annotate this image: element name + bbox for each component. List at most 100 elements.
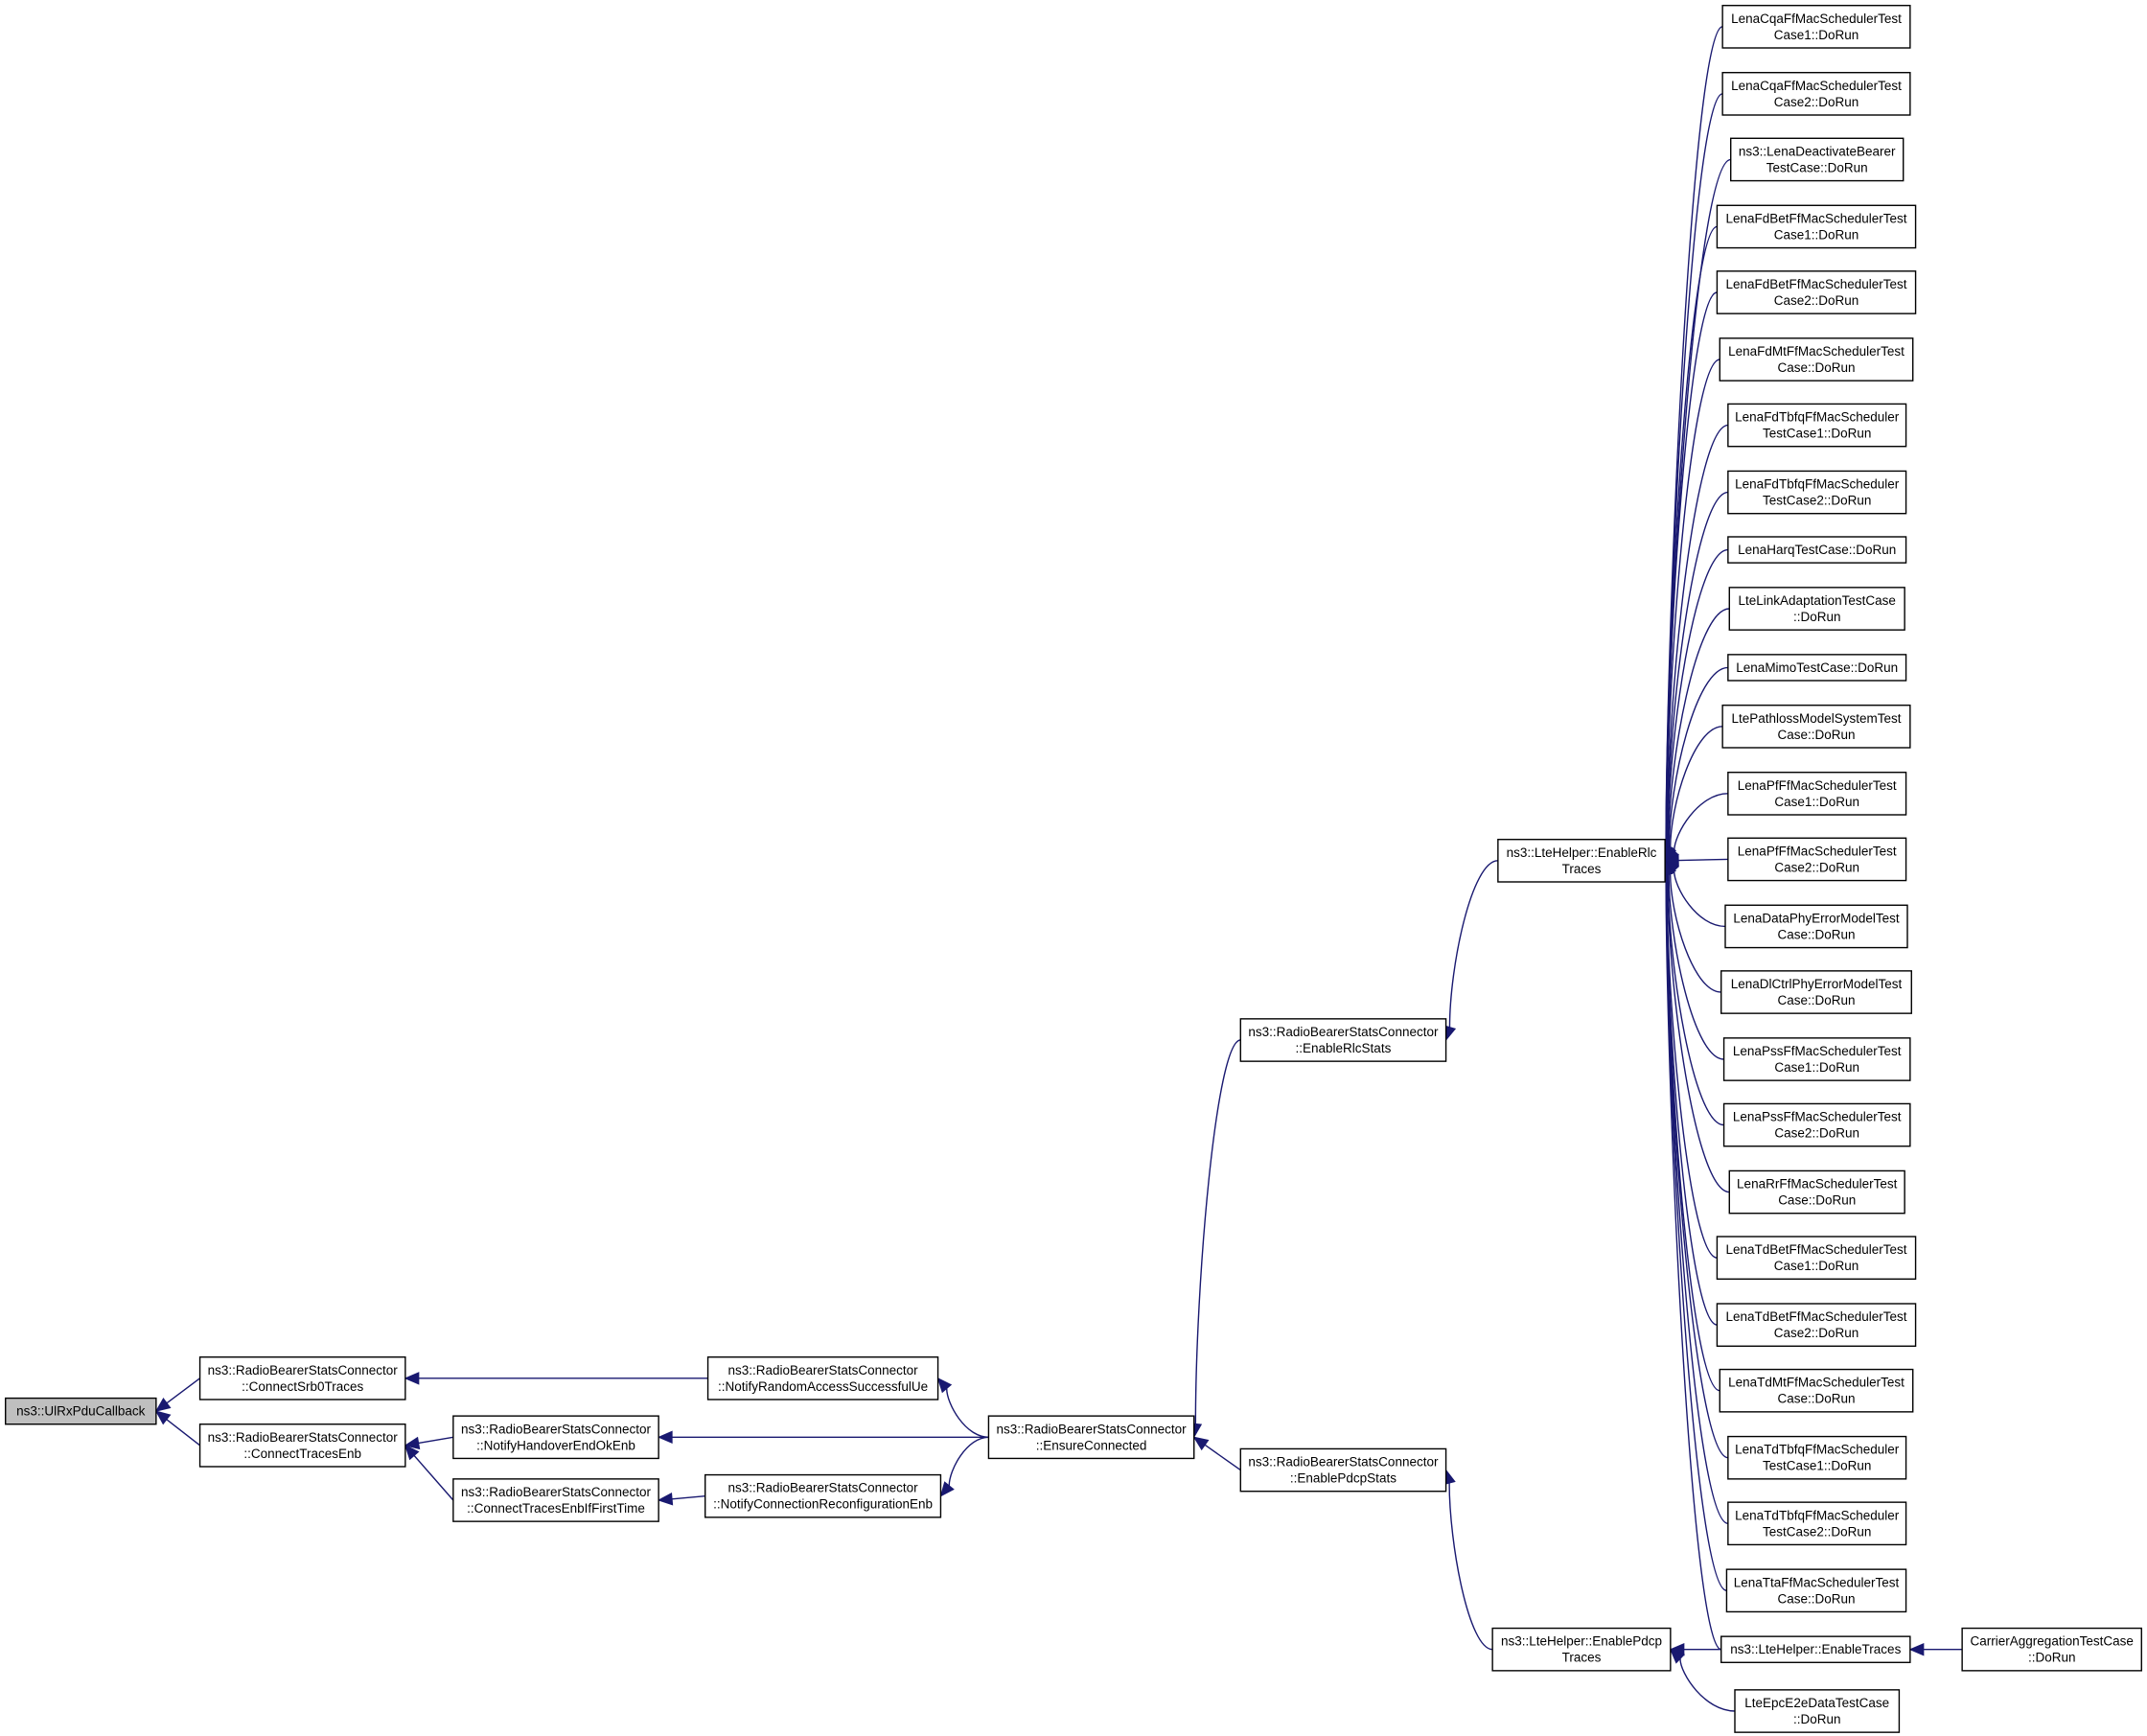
node-label: Case1::DoRun: [1774, 28, 1859, 42]
node-box: [1728, 1169, 1905, 1215]
graph-node-ns3-radiobearerstatsconnector-enablerlcstats[interactable]: ns3::RadioBearerStatsConnector::EnableRl…: [1239, 1018, 1447, 1062]
node-label: ::ConnectSrb0Traces: [242, 1379, 363, 1394]
node-label: ::NotifyHandoverEndOkEnb: [476, 1438, 635, 1452]
graph-node-ns3-radiobearerstatsconnector-notifyrandomaccesssuccessfulue[interactable]: ns3::RadioBearerStatsConnector::NotifyRa…: [706, 1356, 939, 1400]
node-label: ::EnablePdcpStats: [1290, 1471, 1397, 1486]
node-label: Case2::DoRun: [1774, 293, 1859, 308]
edge-line: [1668, 666, 1728, 848]
arrowhead: [936, 1377, 953, 1394]
graph-node-ns3-radiobearerstatsconnector-notifyhandoverendokenb[interactable]: ns3::RadioBearerStatsConnector::NotifyHa…: [452, 1415, 659, 1460]
graph-node-ns3-ulrxpducallback[interactable]: ns3::UlRxPduCallback: [5, 1397, 157, 1425]
node-label: Case::DoRun: [1778, 1193, 1856, 1208]
edge-line: [1669, 872, 1721, 993]
edge-n3-to-n1: [404, 1372, 708, 1385]
graph-node-ns3-radiobearerstatsconnector-connectsrb0traces[interactable]: ns3::RadioBearerStatsConnector::ConnectS…: [198, 1356, 406, 1400]
node-label: LenaDataPhyErrorModelTest: [1733, 911, 1900, 925]
node-box: [1724, 904, 1908, 949]
graph-node-ltelinkadaptationtestcase-dorun[interactable]: LteLinkAdaptationTestCase::DoRun: [1728, 587, 1905, 631]
graph-node-ns3-ltehelper-enabletraces[interactable]: ns3::LteHelper::EnableTraces: [1720, 1635, 1911, 1663]
graph-node-lteepce2edatatestcase-dorun[interactable]: LteEpcE2eDataTestCase::DoRun: [1734, 1689, 1901, 1733]
edge-line: [946, 1388, 989, 1438]
edge-n6-to-n5: [657, 1492, 705, 1506]
node-box: [1721, 5, 1911, 49]
edge-line: [1674, 793, 1728, 851]
arrowhead: [1192, 1436, 1210, 1451]
graph-node-ns3-radiobearerstatsconnector-connecttracesenbiffirsttime[interactable]: ns3::RadioBearerStatsConnector::ConnectT…: [452, 1478, 659, 1522]
edge-line: [672, 1495, 705, 1500]
edge-t12-to-n10: [1664, 793, 1728, 862]
edge-line: [948, 1436, 989, 1486]
node-label: LenaTdTbfqFfMacScheduler: [1735, 1443, 1900, 1457]
graph-node-ns3-radiobearerstatsconnector-ensureconnected[interactable]: ns3::RadioBearerStatsConnector::EnsureCo…: [987, 1415, 1195, 1460]
edge-line: [1666, 424, 1728, 848]
node-label: LenaCqaFfMacSchedulerTest: [1731, 12, 1902, 26]
node-label: Case::DoRun: [1777, 1591, 1855, 1606]
node-box: [1719, 337, 1914, 382]
node-box: [1727, 403, 1907, 448]
node-label: LenaTdTbfqFfMacScheduler: [1735, 1508, 1900, 1522]
graph-node-ns3-radiobearerstatsconnector-connecttracesenb[interactable]: ns3::RadioBearerStatsConnector::ConnectT…: [198, 1424, 406, 1468]
node-label: ::EnsureConnected: [1036, 1438, 1147, 1452]
node-label: ::EnableRlcStats: [1296, 1041, 1392, 1055]
node-box: [198, 1356, 406, 1400]
node-label: LenaTdBetFfMacSchedulerTest: [1725, 1242, 1906, 1257]
graph-node-carrieraggregationtestcase-dorun[interactable]: CarrierAggregationTestCase::DoRun: [1961, 1627, 2142, 1672]
node-box: [1730, 137, 1905, 182]
node-label: Case2::DoRun: [1774, 1126, 1859, 1141]
node-label: ns3::RadioBearerStatsConnector: [1248, 1025, 1439, 1039]
graph-node-ns3-radiobearerstatsconnector-notifyconnectionreconfigurationenb[interactable]: ns3::RadioBearerStatsConnector::NotifyCo…: [704, 1473, 942, 1518]
node-box: [1961, 1627, 2142, 1672]
edge-t24-to-n10: [1659, 859, 1727, 1591]
node-label: LenaFdBetFfMacSchedulerTest: [1725, 211, 1906, 225]
edge-line: [1679, 1658, 1736, 1712]
graph-node-ns3-radiobearerstatsconnector-enablepdcpstats[interactable]: ns3::RadioBearerStatsConnector::EnablePd…: [1239, 1447, 1447, 1493]
edge-n14-to-n12: [1908, 1642, 1963, 1656]
node-box: [1727, 837, 1907, 882]
node-box: [1727, 772, 1907, 816]
node-label: Case::DoRun: [1777, 993, 1855, 1007]
arrowhead: [657, 1430, 673, 1445]
graph-node-lenaharqtestcase-dorun[interactable]: LenaHarqTestCase::DoRun: [1727, 536, 1907, 564]
edge-line: [1448, 860, 1498, 1028]
edge-line: [1667, 608, 1730, 848]
node-box: [5, 1397, 157, 1425]
node-label: Case1::DoRun: [1774, 795, 1859, 809]
node-label: LenaHarqTestCase::DoRun: [1738, 543, 1896, 557]
edge-n10-to-n8: [1443, 860, 1498, 1042]
node-label: ::ConnectTracesEnb: [243, 1447, 361, 1461]
arrowhead: [404, 1436, 421, 1450]
node-label: Case::DoRun: [1777, 1392, 1855, 1406]
graph-node-lenamimotestcase-dorun[interactable]: LenaMimoTestCase::DoRun: [1727, 654, 1907, 682]
node-label: Case2::DoRun: [1774, 1326, 1859, 1340]
node-label: ns3::RadioBearerStatsConnector: [728, 1363, 919, 1377]
edge-line: [1668, 873, 1724, 1060]
node-label: ns3::LteHelper::EnableRlc: [1507, 845, 1657, 860]
edge-n13-to-n11: [1669, 1648, 1736, 1712]
edge-line: [1667, 548, 1728, 848]
node-box: [198, 1424, 406, 1468]
